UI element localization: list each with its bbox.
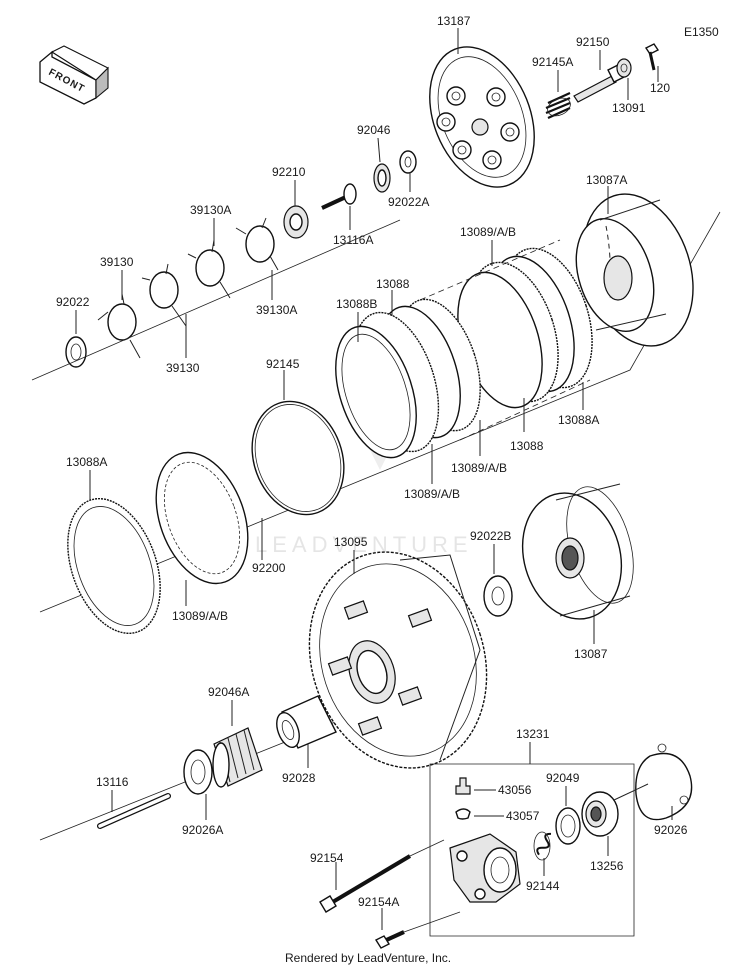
part-39130A-plate-top — [235, 217, 279, 271]
label-92028: 92028 — [282, 771, 316, 785]
label-13089AB-top: 13089/A/B — [460, 225, 516, 239]
label-39130-top: 39130 — [100, 255, 134, 269]
label-92154A: 92154A — [358, 895, 399, 909]
label-92022A: 92022A — [388, 195, 429, 209]
part-92026-gasket — [635, 743, 693, 821]
label-92046: 92046 — [357, 123, 391, 137]
part-13087-clutch-hub — [521, 483, 634, 620]
part-43056-bleeder — [455, 777, 471, 795]
part-92022A-washer — [399, 150, 417, 174]
label-13231: 13231 — [516, 727, 550, 741]
label-13088-top: 13088 — [376, 277, 410, 291]
part-39130-plate-2 — [97, 293, 141, 359]
part-92049-seal — [555, 807, 581, 845]
part-92200-plate — [155, 451, 249, 585]
label-92145: 92145 — [266, 357, 300, 371]
part-39130-plate-1 — [141, 263, 187, 327]
label-43057: 43057 — [506, 809, 540, 823]
part-92046-needle-bearing — [373, 163, 391, 193]
label-92026: 92026 — [654, 823, 688, 837]
part-92022B-washer — [483, 575, 513, 617]
label-13089AB-left: 13089/A/B — [172, 609, 228, 623]
part-plates-stack — [335, 247, 593, 459]
label-92154: 92154 — [310, 851, 344, 865]
axis-line-top — [31, 219, 401, 381]
part-92145-spring-ring — [251, 400, 345, 516]
label-92026A: 92026A — [182, 823, 223, 837]
part-13256-piston — [581, 791, 619, 837]
label-13116: 13116 — [96, 775, 129, 789]
label-92022: 92022 — [56, 295, 90, 309]
part-92022-washer — [65, 336, 87, 368]
label-92049: 92049 — [546, 771, 580, 785]
label-120: 120 — [650, 81, 670, 95]
part-92210-nut — [283, 205, 309, 239]
part-92154-bolt — [319, 854, 412, 913]
watermark-text: LEADVENTURE — [255, 532, 473, 557]
label-13088-right: 13088 — [510, 439, 544, 453]
part-13095-clutch-housing — [308, 551, 488, 769]
part-92145A-spring — [545, 91, 571, 120]
label-92145A: 92145A — [532, 55, 573, 69]
label-39130A-top: 39130A — [190, 203, 231, 217]
label-39130-bottom: 39130 — [166, 361, 200, 375]
part-13091-washer — [616, 58, 632, 78]
part-release-cylinder — [449, 833, 521, 903]
label-13088A-left: 13088A — [66, 455, 107, 469]
label-13256: 13256 — [590, 859, 624, 873]
label-13089AB-mid2: 13089/A/B — [404, 487, 460, 501]
part-120-bolt — [644, 43, 660, 71]
part-13087A-clutch-hub — [575, 193, 694, 347]
part-13187-pressure-plate — [429, 46, 535, 188]
part-92026A-washer — [183, 749, 213, 795]
front-arrow-icon: FRONT — [39, 45, 109, 105]
label-13091: 13091 — [612, 101, 646, 115]
label-92046A: 92046A — [208, 685, 249, 699]
part-39130A-plate-left — [187, 239, 231, 299]
part-92144-spring — [533, 831, 552, 861]
label-39130A-bottom: 39130A — [256, 303, 297, 317]
footer-credit: Rendered by LeadVenture, Inc. — [285, 951, 451, 965]
label-13095: 13095 — [334, 535, 368, 549]
label-92144: 92144 — [526, 879, 560, 893]
label-13087: 13087 — [574, 647, 608, 661]
part-92154A-bolt — [374, 930, 405, 949]
label-13088A-right: 13088A — [558, 413, 599, 427]
label-92150: 92150 — [576, 35, 610, 49]
label-13087A: 13087A — [586, 173, 627, 187]
part-43057-cap — [455, 808, 471, 820]
label-92022B: 92022B — [470, 529, 511, 543]
label-92200: 92200 — [252, 561, 286, 575]
label-13088B: 13088B — [336, 297, 377, 311]
label-13089AB-mid1: 13089/A/B — [451, 461, 507, 475]
label-13187: 13187 — [437, 14, 471, 28]
label-43056: 43056 — [498, 783, 532, 797]
assembly-13231-box — [429, 763, 635, 937]
part-13116A-push-rod — [321, 183, 357, 210]
part-92046A-needle-bearing — [212, 727, 263, 788]
part-13116-rod — [97, 793, 171, 829]
part-13088A-friction-plate — [67, 497, 161, 635]
label-92210: 92210 — [272, 165, 306, 179]
diagram-code: E1350 — [684, 25, 719, 39]
part-92028-sleeve — [276, 695, 337, 749]
